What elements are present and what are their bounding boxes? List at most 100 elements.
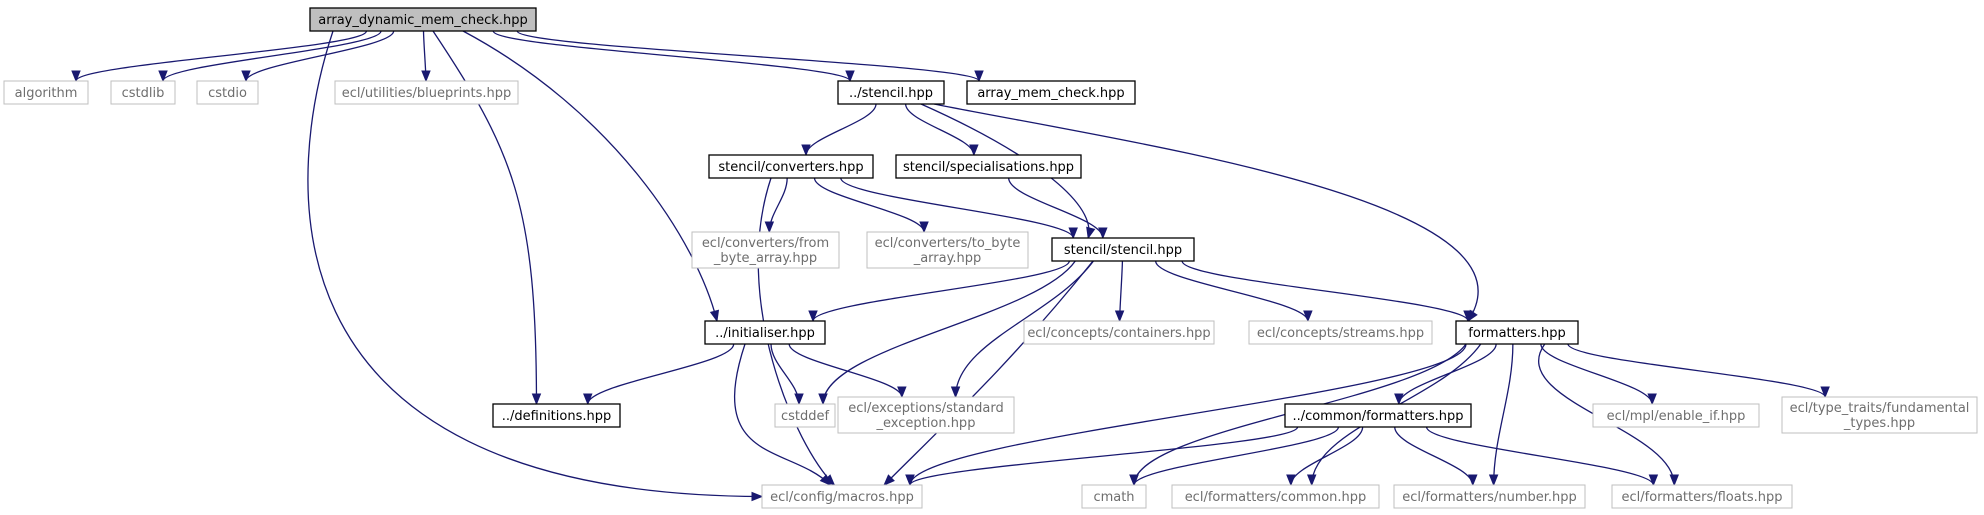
node-containers: ecl/concepts/containers.hpp (1023, 320, 1215, 345)
arrowhead (1114, 310, 1125, 323)
node-streams: ecl/concepts/streams.hpp (1248, 320, 1433, 345)
node-stencil-hpp[interactable]: ../stencil.hpp (837, 80, 945, 105)
node-label: ecl/formatters/common.hpp (1185, 490, 1367, 505)
node-array-mem-check[interactable]: array_mem_check.hpp (966, 80, 1136, 105)
arrowhead (1488, 474, 1499, 487)
edge-line (770, 343, 800, 405)
edge-specialisations-to-stencil_stencil (1008, 177, 1108, 240)
edge-line (1398, 343, 1497, 405)
node-label: ecl/concepts/streams.hpp (1257, 326, 1424, 341)
node-common-formatters[interactable]: ../common/formatters.hpp (1284, 403, 1472, 428)
node-box (1248, 320, 1433, 345)
node-label: _types.hpp (1843, 416, 1915, 431)
node-label: ecl/utilities/blueprints.hpp (342, 86, 511, 101)
edge-common_formatters-to-cmath (1129, 426, 1340, 487)
edge-stencil_stencil-to-cstddef (818, 260, 1076, 406)
edge-common_formatters-to-f_common (1286, 426, 1364, 487)
arrowhead (1820, 386, 1830, 399)
node-formatters[interactable]: formatters.hpp (1455, 320, 1579, 345)
node-label: ecl/converters/to_byte (875, 236, 1021, 251)
edge-line (1425, 426, 1655, 486)
arrowhead (974, 70, 984, 83)
node-label: ../stencil.hpp (849, 86, 933, 101)
node-box (761, 484, 923, 509)
arrowhead (764, 221, 775, 234)
node-label: ecl/converters/from (702, 236, 829, 251)
edge-line (909, 426, 1299, 486)
edge-line (933, 103, 1479, 322)
arrowhead (818, 393, 828, 406)
node-label: ecl/mpl/enable_if.hpp (1607, 409, 1746, 424)
node-root[interactable]: array_dynamic_mem_check.hpp (309, 7, 537, 32)
edge-stencil_stencil-to-streams (1154, 260, 1313, 323)
edge-line (733, 343, 831, 486)
edge-line (812, 260, 1070, 322)
edge-stencil_hpp-to-formatters (933, 103, 1479, 323)
node-specialisations[interactable]: stencil/specialisations.hpp (895, 154, 1082, 179)
edge-line (1492, 343, 1514, 486)
node-box (334, 80, 519, 105)
edge-line (75, 30, 368, 82)
node-box (691, 231, 840, 269)
node-box (1023, 320, 1215, 345)
arrowhead (1647, 393, 1657, 406)
arrowhead (808, 310, 818, 323)
edge-line (1540, 343, 1653, 405)
arrowhead (751, 491, 764, 502)
node-box (1455, 320, 1579, 345)
arrowhead (1303, 310, 1313, 323)
node-box (1284, 403, 1472, 428)
edge-stencil_stencil-to-containers (1114, 260, 1125, 323)
arrowhead (1086, 226, 1096, 240)
edge-line (245, 30, 395, 82)
arrowhead (1286, 474, 1296, 487)
node-cstdlib: cstdlib (110, 80, 176, 105)
node-cstdio: cstdio (196, 80, 259, 105)
node-converters[interactable]: stencil/converters.hpp (708, 154, 874, 179)
node-label: cmath (1093, 490, 1134, 505)
edge-line (757, 177, 835, 486)
arrowhead (241, 70, 251, 83)
node-box (704, 320, 826, 345)
node-stencil-stencil[interactable]: stencil/stencil.hpp (1051, 237, 1195, 262)
edge-line (909, 343, 1467, 486)
arrowhead (1306, 474, 1317, 487)
node-box (492, 403, 621, 428)
edge-stencil_stencil-to-std_exception (950, 260, 1094, 399)
node-box (3, 80, 89, 105)
arrowhead (1468, 474, 1478, 487)
arrowhead (1669, 474, 1679, 487)
node-label: stencil/specialisations.hpp (903, 160, 1074, 175)
node-label: ../initialiser.hpp (715, 326, 815, 341)
arrowhead (1463, 310, 1473, 323)
edge-root-to-stencil_hpp (492, 30, 855, 83)
edge-line (587, 343, 735, 405)
node-label: array_mem_check.hpp (977, 86, 1124, 101)
edge-line (1394, 426, 1474, 486)
edge-line (492, 30, 851, 82)
edge-stencil_stencil-to-macros (883, 260, 1094, 486)
edge-line (1008, 177, 1104, 239)
node-box (774, 403, 836, 428)
arrowhead (709, 309, 720, 323)
edge-root-to-macros (307, 30, 764, 502)
edge-root-to-algorithm (71, 30, 368, 83)
edge-initialiser-to-std_exception (788, 343, 907, 399)
arrowhead (71, 70, 81, 83)
node-box (837, 80, 945, 105)
node-box (1393, 484, 1586, 509)
node-label: cstdio (208, 86, 247, 101)
node-definitions[interactable]: ../definitions.hpp (492, 403, 621, 428)
node-initialiser[interactable]: ../initialiser.hpp (704, 320, 826, 345)
arrowhead (969, 144, 979, 157)
edge-formatters-to-f_number (1488, 343, 1514, 487)
edge-line (883, 260, 1094, 486)
node-label: algorithm (15, 86, 78, 101)
edge-root-to-blueprints (421, 30, 431, 83)
node-label: cstdlib (122, 86, 165, 101)
node-label: stencil/converters.hpp (718, 160, 863, 175)
node-enable-if: ecl/mpl/enable_if.hpp (1592, 403, 1760, 428)
edge-stencil_stencil-to-formatters (1181, 260, 1473, 323)
arrowhead (919, 221, 929, 234)
